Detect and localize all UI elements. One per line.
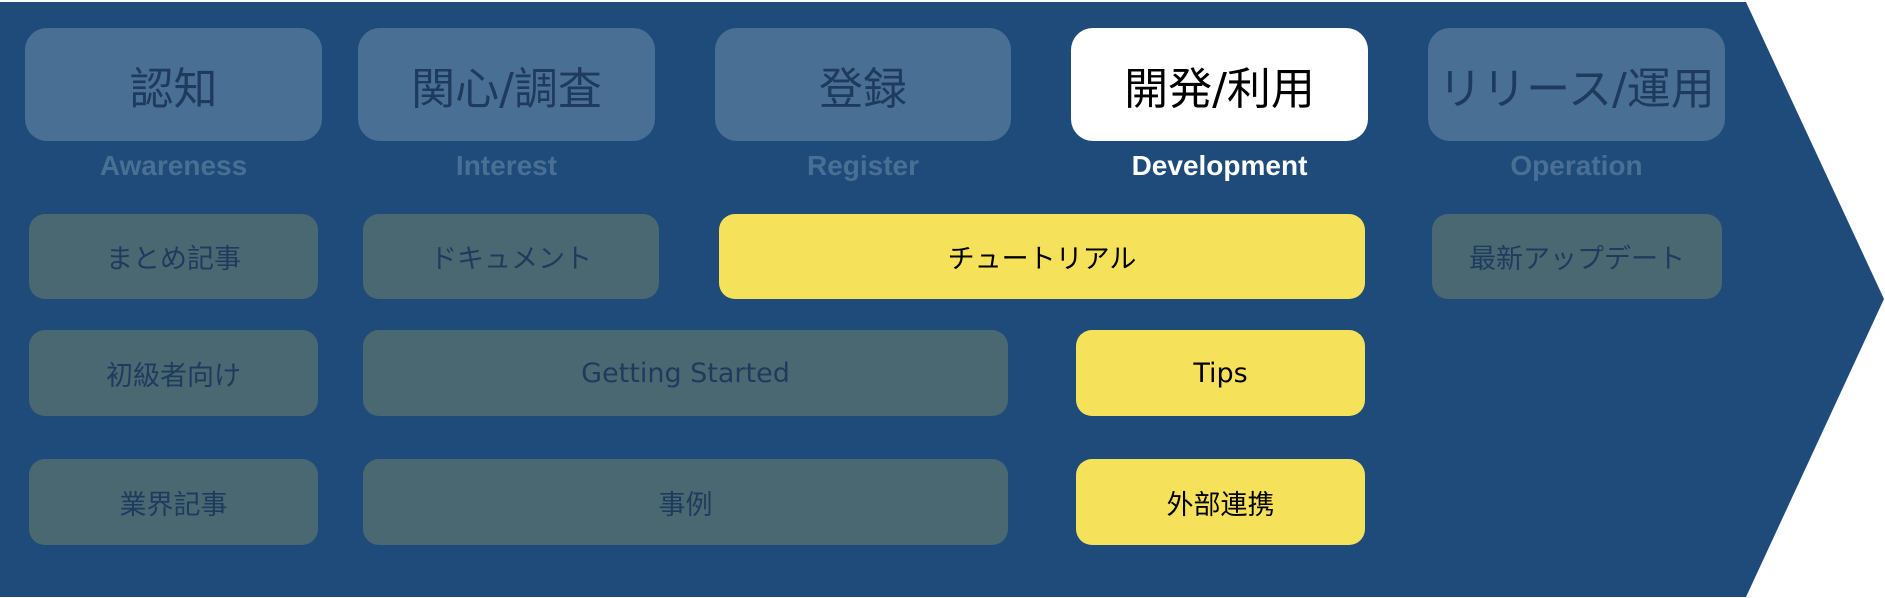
stage-operation[interactable]: リリース/運用 [1428,28,1725,141]
item-label: Tips [1193,357,1248,389]
item-label: ドキュメント [430,244,592,275]
item-latest-updates[interactable]: 最新アップデート [1432,214,1722,299]
item-industry-articles[interactable]: 業界記事 [29,459,318,545]
item-tutorial[interactable]: チュートリアル [719,214,1365,299]
item-case-studies[interactable]: 事例 [363,459,1008,545]
stage-sublabel-interest: Interest [455,150,558,181]
item-beginner[interactable]: 初級者向け [29,330,318,416]
item-external-integration[interactable]: 外部連携 [1076,459,1365,545]
item-summary-articles[interactable]: まとめ記事 [29,214,318,299]
item-label: 業界記事 [119,489,228,521]
item-label: チュートリアル [947,244,1137,275]
stage-label: 開発/利用 [1124,63,1315,115]
item-label: Getting Started [581,357,790,389]
item-label: 初級者向け [106,360,241,392]
stage-development[interactable]: 開発/利用 [1071,28,1368,141]
item-label: 事例 [658,489,713,521]
item-label: 最新アップデート [1469,244,1685,275]
stage-sublabel-register: Register [806,150,920,181]
stage-label: 登録 [819,63,907,115]
stage-label: リリース/運用 [1438,63,1715,115]
stage-label: 関心/調査 [411,63,602,115]
stage-awareness[interactable]: 認知 [25,28,322,141]
item-getting-started[interactable]: Getting Started [363,330,1008,416]
item-label: まとめ記事 [106,244,241,275]
item-documents[interactable]: ドキュメント [363,214,659,299]
stage-interest[interactable]: 関心/調査 [358,28,655,141]
item-label: 外部連携 [1166,489,1275,521]
stage-sublabel-awareness: Awareness [99,150,248,181]
item-tips[interactable]: Tips [1076,330,1365,416]
stage-label: 認知 [129,63,218,115]
stage-sublabel-operation: Operation [1510,150,1643,181]
stage-register[interactable]: 登録 [715,28,1011,141]
stage-sublabel-development: Development [1131,150,1308,181]
